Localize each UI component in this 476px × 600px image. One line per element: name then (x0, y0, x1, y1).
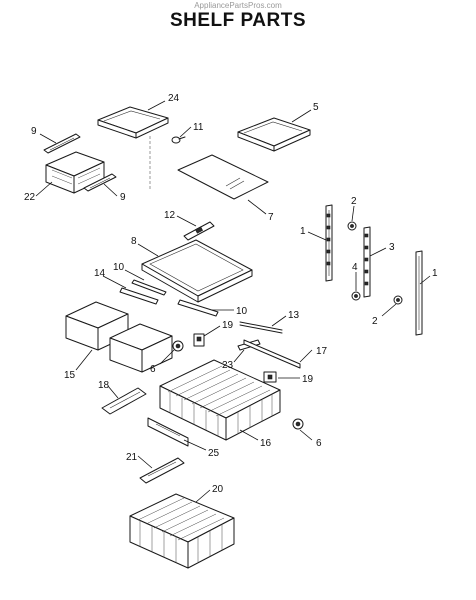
callout-14: 14 (94, 268, 106, 279)
callout-10-lower: 10 (236, 306, 248, 317)
page-title: SHELF PARTS (169, 10, 307, 31)
part-15-crisper-right (109, 323, 173, 373)
part-20-wire-basket (129, 493, 235, 569)
callout-25: 25 (208, 448, 220, 459)
callout-11: 11 (193, 122, 204, 133)
callout-6-right: 6 (316, 438, 322, 449)
part-9-trim-lower (83, 173, 117, 192)
callout-21: 21 (126, 452, 138, 463)
part-19-clip-upper (193, 333, 205, 347)
callout-19-lower: 19 (302, 374, 314, 385)
callout-2-upper: 2 (351, 196, 357, 207)
callout-1-right: 1 (432, 268, 438, 279)
callout-15: 15 (64, 370, 76, 381)
callout-9-lower: 9 (120, 192, 126, 203)
callout-7: 7 (268, 212, 274, 223)
callout-12: 12 (164, 210, 176, 221)
part-17-rail (243, 339, 301, 369)
part-10-trim-lower (177, 299, 219, 317)
part-8-shelf-frame (141, 239, 253, 303)
part-21-divider-clip (139, 457, 185, 484)
part-4-knob (351, 291, 361, 301)
callout-19-upper: 19 (222, 320, 234, 331)
part-13-rod (239, 321, 283, 334)
callout-9-upper: 9 (31, 126, 37, 137)
callout-18: 18 (98, 380, 110, 391)
callout-23: 23 (222, 360, 234, 371)
callout-17: 17 (316, 346, 328, 357)
part-2-bushing-upper (347, 221, 357, 231)
part-3-rail (363, 226, 371, 298)
callout-16: 16 (260, 438, 272, 449)
callout-22: 22 (24, 192, 36, 203)
callouts: 24 5 9 11 22 9 7 12 2 8 1 3 14 10 4 1 10… (24, 93, 438, 495)
watermark: AppliancePartsPros.com (194, 1, 282, 10)
callout-1-left: 1 (300, 226, 306, 237)
part-9-trim-upper (43, 133, 81, 154)
callout-20: 20 (212, 484, 224, 495)
callout-2-lower: 2 (372, 316, 378, 327)
callout-4: 4 (352, 262, 358, 273)
part-12-bracket (183, 221, 215, 241)
part-10-trim-upper (131, 279, 167, 296)
callout-6-left: 6 (150, 364, 156, 375)
callout-5: 5 (313, 102, 319, 113)
part-1-rail-right (415, 250, 423, 336)
callout-13: 13 (288, 310, 300, 321)
part-18-side-panel (101, 387, 147, 415)
part-15-crisper-left (65, 301, 129, 351)
part-16-wire-basket (159, 359, 281, 441)
part-22-bin (45, 151, 105, 194)
part-6-wheel-right (292, 418, 304, 430)
callout-24: 24 (168, 93, 180, 104)
part-6-wheel-left (172, 340, 184, 352)
leader-lines (35, 100, 431, 503)
part-5-shelf (237, 117, 311, 152)
part-24-shelf (97, 106, 169, 190)
callout-8: 8 (131, 236, 137, 247)
part-19-clip-lower (263, 371, 277, 383)
part-7-glass-panel (177, 154, 269, 200)
part-1-rail-left (325, 204, 333, 282)
part-11-screw (171, 136, 186, 144)
part-14-trim (119, 287, 159, 305)
callout-3: 3 (389, 242, 395, 253)
callout-10-upper: 10 (113, 262, 125, 273)
part-2-bushing-lower (393, 295, 403, 305)
part-25-divider (147, 417, 189, 447)
